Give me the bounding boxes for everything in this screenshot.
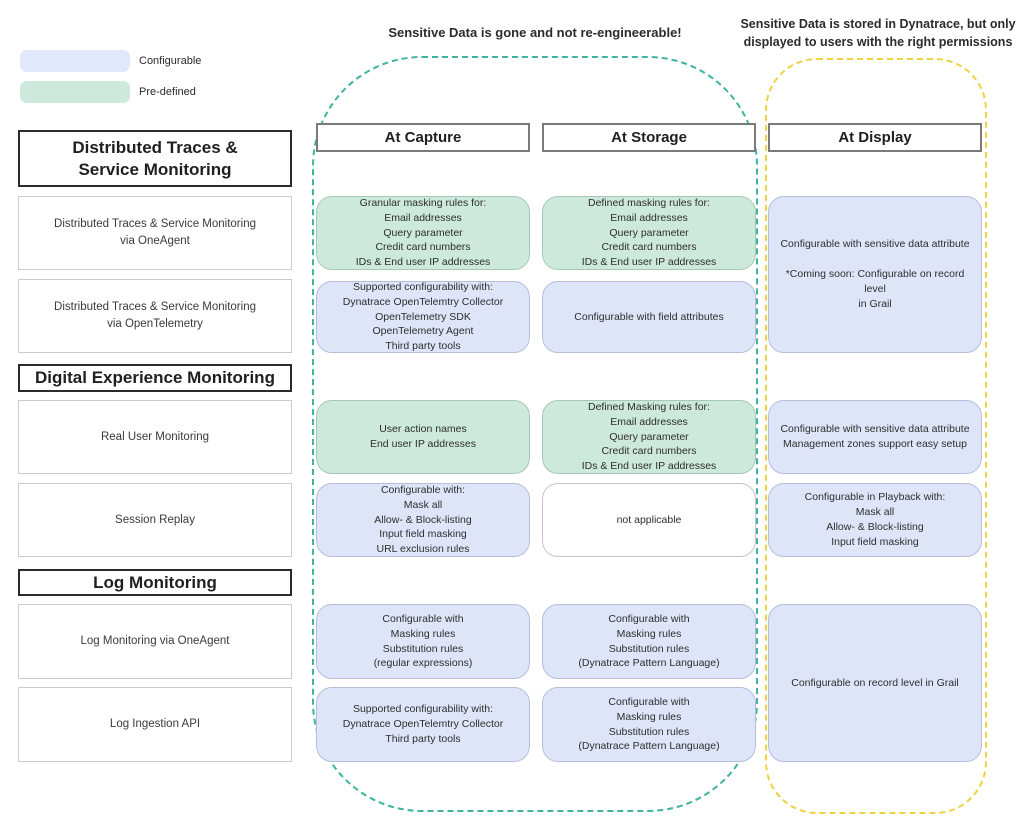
legend-item-configurable: Configurable [20,50,201,72]
cell-log-api-capture: Supported configurability with: Dynatrac… [316,687,530,762]
legend: Configurable Pre-defined [20,50,201,112]
section-header-log-monitoring: Log Monitoring [18,569,292,596]
cell-session-replay-capture: Configurable with: Mask all Allow- & Blo… [316,483,530,557]
predefined-swatch [20,81,130,103]
legend-item-predefined: Pre-defined [20,81,201,103]
configurable-swatch [20,50,130,72]
section-header-digital-experience: Digital Experience Monitoring [18,364,292,392]
row-label-log-oneagent: Log Monitoring via OneAgent [18,604,292,679]
cell-log-api-storage: Configurable with Masking rules Substitu… [542,687,756,762]
row-label-log-ingestion-api: Log Ingestion API [18,687,292,762]
row-label-real-user-monitoring: Real User Monitoring [18,400,292,474]
cell-rum-capture: User action names End user IP addresses [316,400,530,474]
cell-rum-storage: Defined Masking rules for: Email address… [542,400,756,474]
cell-log-oneagent-capture: Configurable with Masking rules Substitu… [316,604,530,679]
capture-storage-group-outline [312,56,758,812]
cell-rum-display: Configurable with sensitive data attribu… [768,400,982,474]
cell-log-oneagent-storage: Configurable with Masking rules Substitu… [542,604,756,679]
cell-oneagent-storage: Defined masking rules for: Email address… [542,196,756,270]
row-label-opentelemetry: Distributed Traces & Service Monitoring … [18,279,292,353]
capture-storage-note: Sensitive Data is gone and not re-engine… [388,25,682,40]
row-label-oneagent: Distributed Traces & Service Monitoring … [18,196,292,270]
column-header-at-storage: At Storage [542,123,756,152]
display-group-outline [765,58,987,814]
cell-opentelemetry-storage: Configurable with field attributes [542,281,756,353]
cell-session-replay-storage: not applicable [542,483,756,557]
display-note: Sensitive Data is stored in Dynatrace, b… [740,17,1016,49]
column-header-at-display: At Display [768,123,982,152]
cell-opentelemetry-capture: Supported configurability with: Dynatrac… [316,281,530,353]
cell-traces-display: Configurable with sensitive data attribu… [768,196,982,353]
cell-logs-display: Configurable on record level in Grail [768,604,982,762]
cell-session-replay-display: Configurable in Playback with: Mask all … [768,483,982,557]
row-label-session-replay: Session Replay [18,483,292,557]
section-header-distributed-traces: Distributed Traces & Service Monitoring [18,130,292,187]
predefined-label: Pre-defined [139,86,196,98]
column-header-at-capture: At Capture [316,123,530,152]
cell-oneagent-capture: Granular masking rules for: Email addres… [316,196,530,270]
configurable-label: Configurable [139,55,202,67]
